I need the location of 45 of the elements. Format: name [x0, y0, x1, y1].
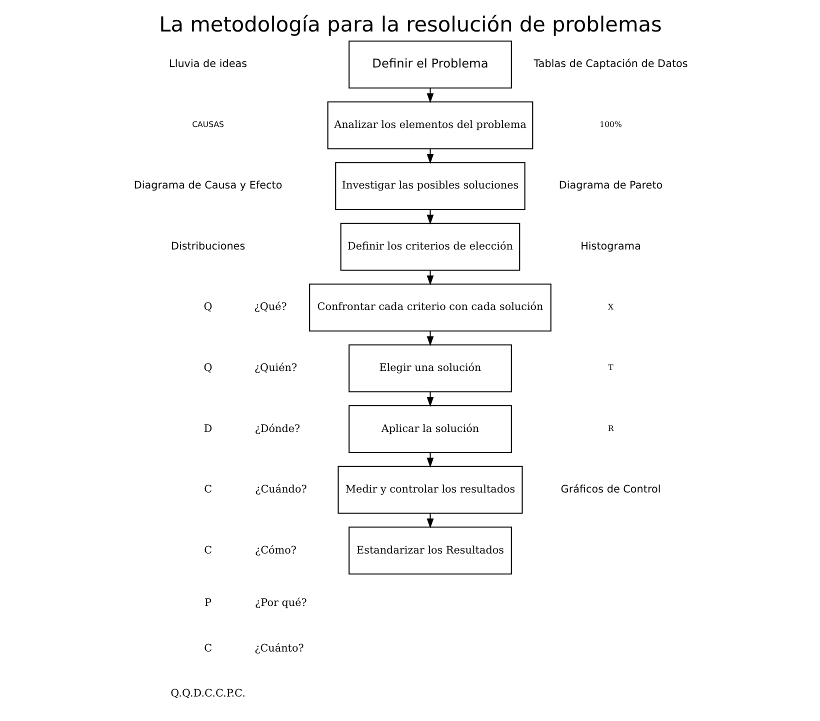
- label: D: [203, 422, 212, 435]
- label: ¿Cuándo?: [254, 484, 306, 496]
- arrow: [426, 88, 434, 104]
- node-box: Elegir una solución: [348, 344, 512, 392]
- label: 100%: [599, 120, 622, 130]
- label: X: [607, 302, 614, 312]
- arrow: [426, 270, 434, 286]
- diagram-title: La metodología para la resolución de problemas: [158, 12, 662, 37]
- arrow: [426, 210, 434, 225]
- label: CAUSAS: [192, 120, 224, 130]
- arrow: [426, 148, 434, 164]
- label: ¿Qué?: [254, 301, 286, 314]
- label: Gráficos de Control: [560, 484, 660, 496]
- label: Distribuciones: [170, 240, 245, 252]
- arrow: [426, 331, 434, 346]
- node-box: Investigar las posibles soluciones: [334, 162, 525, 210]
- label: Diagrama de Causa y Efecto: [133, 180, 282, 192]
- label: Lluvia de ideas: [168, 58, 247, 70]
- node-box: Medir y controlar los resultados: [337, 466, 522, 514]
- label: P: [204, 597, 212, 610]
- label: T: [608, 363, 613, 372]
- label: Diagrama de Pareto: [558, 180, 662, 192]
- label: ¿Quién?: [254, 362, 297, 374]
- label: Q: [203, 301, 212, 314]
- label: ¿Cuánto?: [254, 642, 304, 654]
- label: C: [204, 642, 212, 654]
- node-box: Definir los criterios de elección: [340, 222, 520, 271]
- arrow: [426, 452, 434, 468]
- label: Histograma: [580, 240, 640, 252]
- node-box: Definir el Problema: [348, 40, 512, 88]
- node-box: Analizar los elementos del problema: [326, 101, 533, 150]
- label: C: [204, 484, 212, 496]
- label: C: [204, 544, 212, 556]
- label: ¿Por qué?: [254, 597, 306, 610]
- label: ¿Dónde?: [254, 422, 300, 435]
- arrow: [426, 392, 434, 407]
- node-box: Estandarizar los Resultados: [348, 526, 512, 575]
- arrow: [426, 513, 434, 528]
- label: Q: [203, 362, 212, 374]
- label: R: [607, 424, 614, 433]
- label: Tablas de Captación de Datos: [533, 58, 688, 70]
- node-box: Confrontar cada criterio con cada solución: [308, 284, 551, 332]
- label: Q.Q.D.C.C.P.C.: [170, 687, 245, 700]
- node-box: Aplicar la solución: [348, 405, 512, 454]
- label: ¿Cómo?: [254, 544, 296, 556]
